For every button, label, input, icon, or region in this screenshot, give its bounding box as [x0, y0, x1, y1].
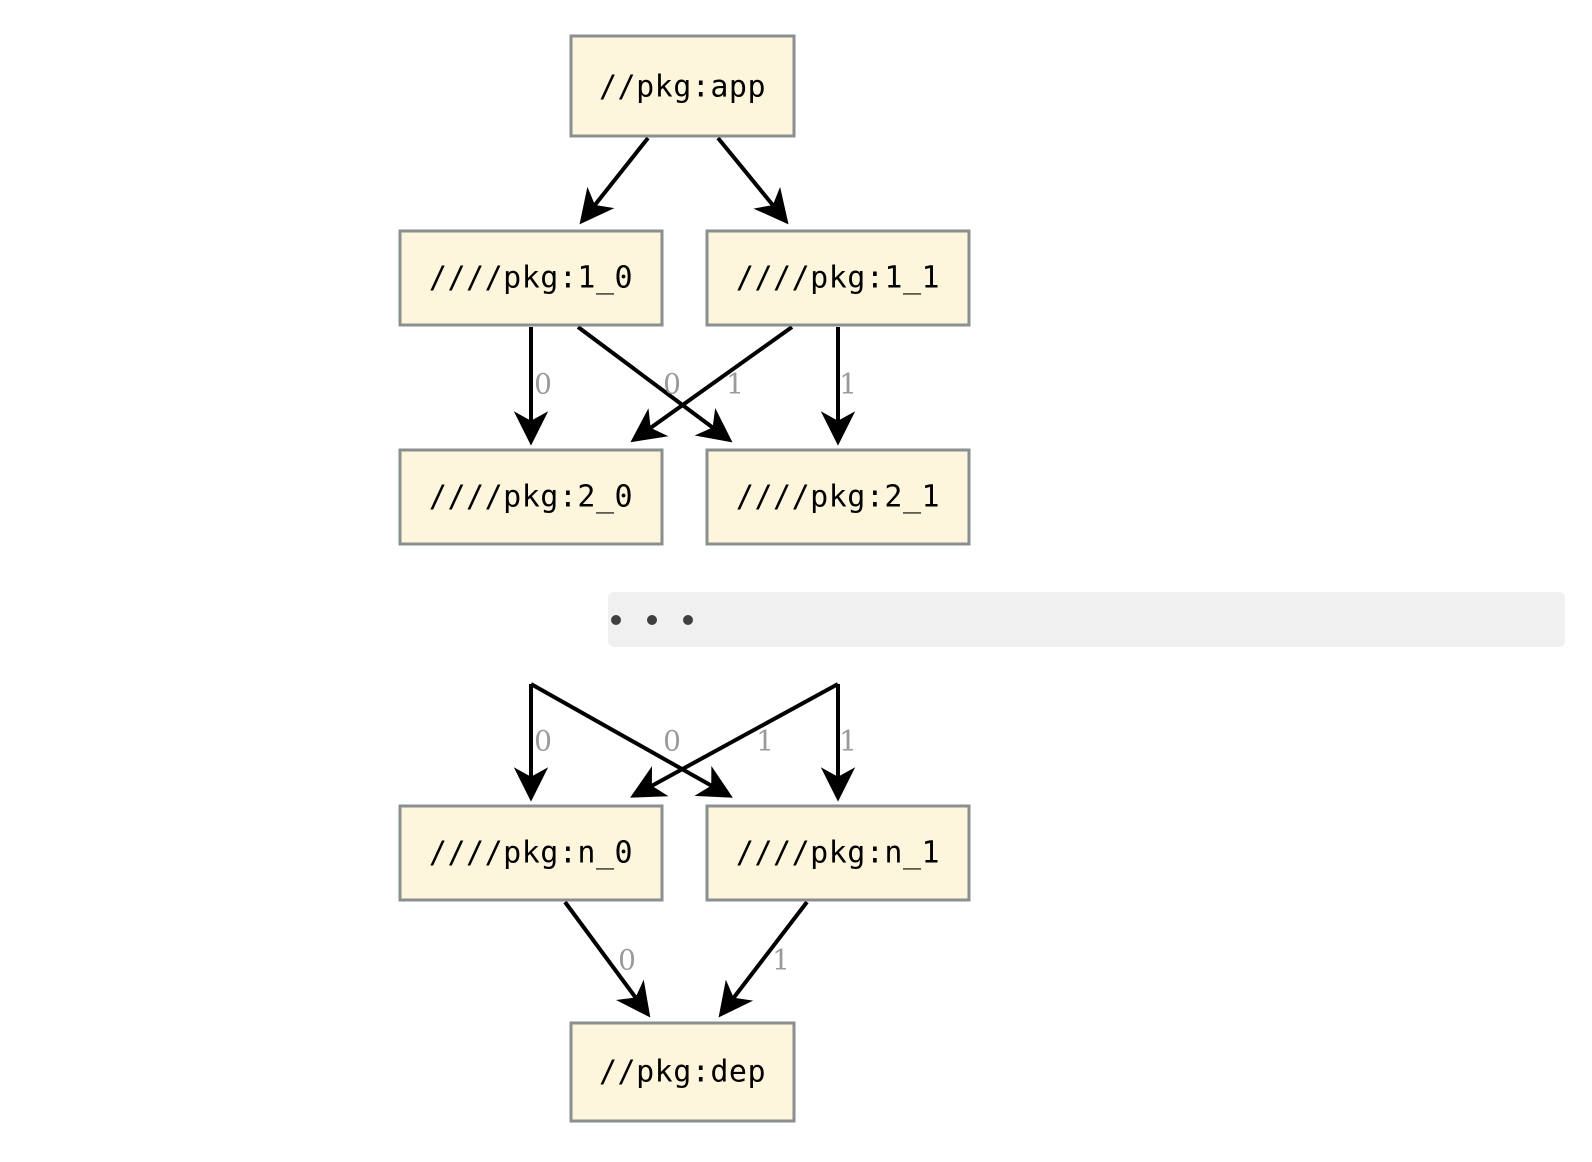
edge-1_1-to-2_1: 1 [820, 327, 857, 446]
node-label: ////pkg:n_1 [736, 836, 940, 871]
node-box[interactable] [569, 1021, 796, 1123]
node-label: ////pkg:n_0 [429, 836, 633, 871]
edge-app-to-1_0 [579, 136, 650, 225]
edge-line [563, 900, 651, 1018]
edge-truncated-to-n_1: 1 [530, 682, 774, 798]
node-pkg-n_0[interactable]: ////pkg:n_0 [398, 804, 664, 902]
edge-n_1-to-dep: 1 [718, 900, 809, 1018]
node-label: ////pkg:2_1 [736, 480, 940, 515]
edge-label-1: 1 [726, 368, 744, 401]
edge-label-1: 1 [772, 944, 790, 977]
node-box[interactable] [569, 34, 796, 138]
edge-label-1: 1 [839, 725, 857, 758]
edge-line [579, 136, 650, 225]
nodes-layer: //pkg:app ////pkg:1_0 ////pkg:1_1 ////pk… [398, 34, 971, 1123]
node-box[interactable] [398, 448, 664, 546]
edge-label-0: 0 [534, 725, 552, 758]
edge-truncated-to-n_0: 0 [513, 684, 552, 802]
edge-line [530, 682, 733, 798]
ellipsis-separator [608, 592, 1565, 647]
edges-layer: 0 1 0 1 0 1 0 1 [513, 136, 857, 1018]
edge-1_0-to-2_0: 0 [513, 327, 552, 446]
node-box[interactable] [705, 229, 971, 327]
node-pkg-2_0[interactable]: ////pkg:2_0 [398, 448, 664, 546]
edge-n_0-to-dep: 0 [563, 900, 651, 1018]
edge-label-1: 1 [756, 725, 774, 758]
ellipsis-dot [683, 615, 693, 625]
node-label: //pkg:dep [599, 1055, 766, 1090]
node-pkg-n_1[interactable]: ////pkg:n_1 [705, 804, 971, 902]
edge-1_0-to-2_1: 1 [576, 325, 744, 443]
edge-line [716, 136, 789, 225]
edge-line [718, 900, 809, 1018]
node-box[interactable] [398, 804, 664, 902]
edge-label-0: 0 [663, 368, 681, 401]
ellipsis-dot [611, 615, 621, 625]
node-label: ////pkg:2_0 [429, 480, 633, 515]
node-box[interactable] [705, 804, 971, 902]
node-dep[interactable]: //pkg:dep [569, 1021, 796, 1123]
edge-label-1: 1 [839, 368, 857, 401]
edge-truncated-to-n_1-straight: 1 [820, 684, 857, 802]
node-pkg-1_1[interactable]: ////pkg:1_1 [705, 229, 971, 327]
ellipsis-dot [647, 615, 657, 625]
edge-line [630, 325, 794, 443]
ellipsis-band-background [608, 592, 1565, 647]
edge-1_1-to-2_0: 0 [630, 325, 794, 443]
edge-label-0: 0 [663, 725, 681, 758]
node-label: //pkg:app [599, 70, 766, 105]
edge-truncated-to-n_0-cross: 0 [630, 682, 839, 798]
node-label: ////pkg:1_0 [429, 261, 633, 296]
edge-label-0: 0 [534, 368, 552, 401]
edge-label-0: 0 [618, 944, 636, 977]
edge-app-to-1_1 [716, 136, 789, 225]
node-box[interactable] [398, 229, 664, 327]
node-pkg-2_1[interactable]: ////pkg:2_1 [705, 448, 971, 546]
node-label: ////pkg:1_1 [736, 261, 940, 296]
node-pkg-1_0[interactable]: ////pkg:1_0 [398, 229, 664, 327]
edge-line [576, 325, 733, 443]
node-app[interactable]: //pkg:app [569, 34, 796, 138]
node-box[interactable] [705, 448, 971, 546]
edge-line [630, 682, 839, 798]
